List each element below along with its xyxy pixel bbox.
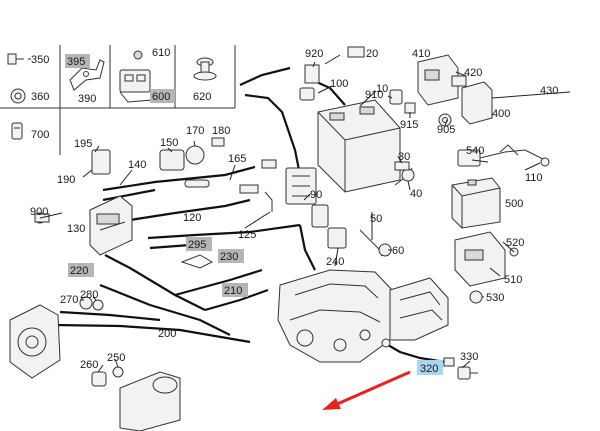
label-915: 915: [400, 119, 418, 131]
red-arrow: [322, 370, 411, 410]
spool-icon: [193, 57, 217, 81]
connector-icon: [11, 122, 23, 140]
label-530: 530: [486, 292, 504, 304]
label-510: 510: [504, 274, 522, 286]
alternator: [9, 296, 104, 379]
control-unit: [89, 195, 133, 256]
sensor-cable: [457, 144, 550, 167]
aux-battery-bracket: [454, 231, 519, 304]
label-125: 125: [238, 229, 256, 241]
label-190: 190: [57, 174, 75, 186]
battery: [317, 99, 401, 193]
label-50: 50: [370, 213, 382, 225]
main-harness: [54, 66, 346, 344]
label-30: 30: [398, 151, 410, 163]
highlight-395: [65, 54, 90, 68]
label-10: 10: [376, 83, 388, 95]
label-320: 320: [420, 363, 438, 375]
legend-grid: [0, 45, 236, 155]
label-540: 540: [466, 145, 484, 157]
label-240: 240: [326, 256, 344, 268]
label-60: 60: [392, 245, 404, 257]
label-390: 390: [78, 93, 96, 105]
label-210: 210: [224, 285, 242, 297]
label-170: 170: [186, 125, 204, 137]
highlight-210: [222, 283, 248, 297]
part-labels: 350 360 700 395 390 610 600 620 920 20 1…: [30, 47, 558, 375]
label-900: 900: [30, 206, 48, 218]
label-140: 140: [128, 159, 146, 171]
bracket-icon: [69, 59, 105, 91]
engine-block: [277, 269, 449, 363]
highlight-220: [68, 263, 94, 277]
label-620: 620: [193, 91, 211, 103]
bolt-icon: [7, 53, 24, 65]
leader-430: [491, 91, 571, 99]
label-430: 430: [540, 85, 558, 97]
label-195: 195: [74, 138, 92, 150]
label-20: 20: [366, 48, 378, 60]
highlight-230: [218, 249, 244, 263]
label-250: 250: [107, 352, 125, 364]
starter: [91, 366, 181, 431]
label-270: 270: [60, 294, 78, 306]
label-520: 520: [506, 237, 524, 249]
label-330: 330: [460, 351, 478, 363]
label-600: 600: [152, 91, 170, 103]
label-150: 150: [160, 137, 178, 149]
label-400: 400: [492, 108, 510, 120]
label-350: 350: [31, 54, 49, 66]
label-905: 905: [437, 124, 455, 136]
label-90: 90: [310, 189, 322, 201]
relay-module: [417, 54, 493, 127]
highlight-600: [150, 89, 175, 103]
label-700: 700: [31, 129, 49, 141]
label-165: 165: [228, 153, 246, 165]
label-110: 110: [525, 172, 543, 184]
aux-battery: [451, 177, 501, 229]
leader-lines: [28, 54, 541, 373]
label-280: 280: [80, 289, 98, 301]
label-420: 420: [464, 67, 482, 79]
label-910: 910: [365, 89, 383, 101]
label-120: 120: [183, 212, 201, 224]
relay-holder-icon: [119, 50, 153, 103]
highlight-320: [417, 360, 443, 375]
label-180: 180: [212, 125, 230, 137]
label-230: 230: [220, 251, 238, 263]
label-360: 360: [31, 91, 49, 103]
label-260: 260: [80, 359, 98, 371]
label-200: 200: [158, 328, 176, 340]
label-40: 40: [410, 188, 422, 200]
grommet-icon: [10, 88, 26, 104]
highlight-295: [186, 237, 212, 251]
label-100: 100: [330, 78, 348, 90]
label-610: 610: [152, 47, 170, 59]
label-500: 500: [505, 198, 523, 210]
highlights: [65, 54, 443, 375]
label-920: 920: [305, 48, 323, 60]
label-130: 130: [67, 223, 85, 235]
label-295: 295: [188, 239, 206, 251]
harness-connectors: [34, 46, 416, 269]
label-395: 395: [67, 56, 85, 68]
label-220: 220: [70, 265, 88, 277]
label-410: 410: [412, 48, 430, 60]
